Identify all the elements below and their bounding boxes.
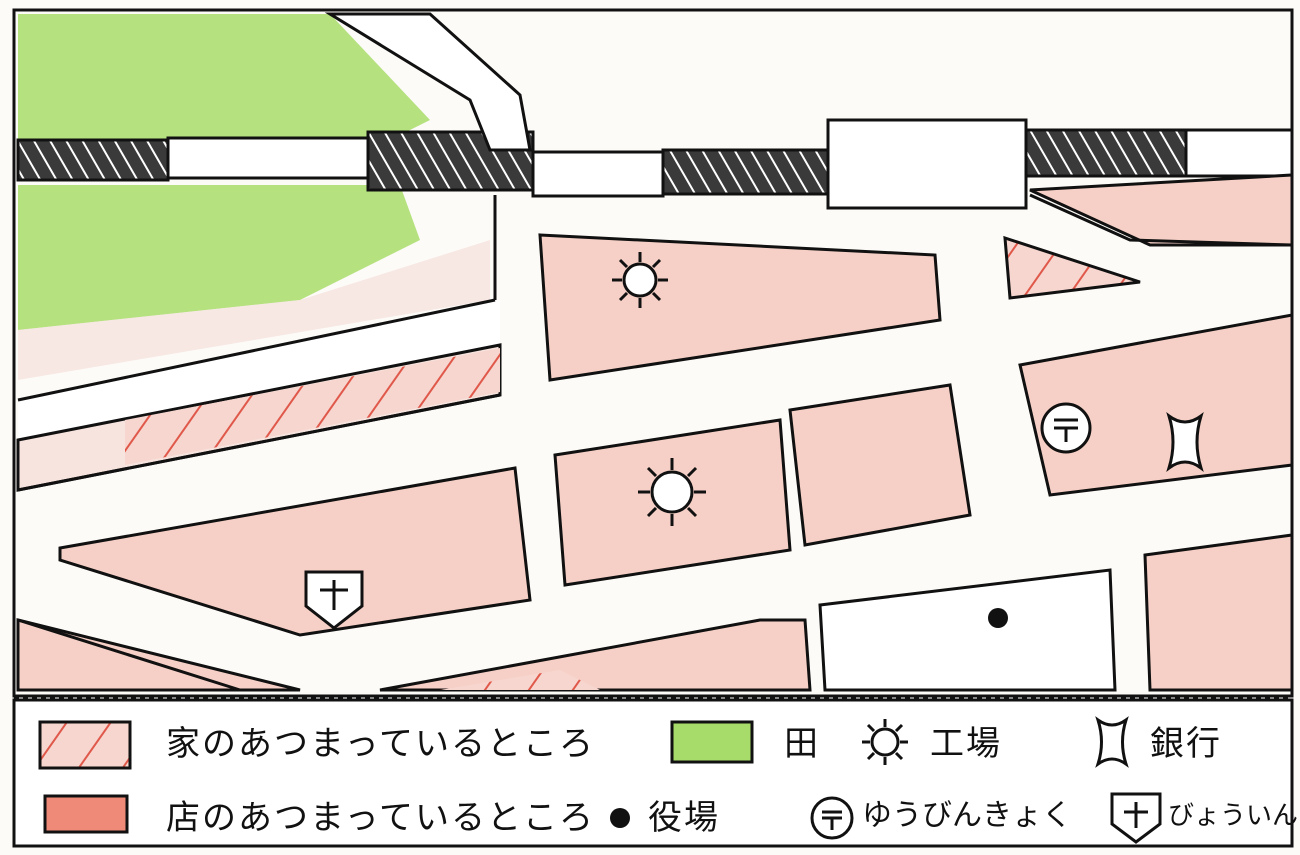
hospital-icon [1110, 792, 1162, 844]
map-area [12, 8, 1294, 698]
legend-label-bank: 銀行 [1150, 724, 1222, 764]
house-area-hospital [58, 466, 532, 637]
north-road [324, 12, 532, 152]
house-area-south [379, 618, 812, 692]
factory-icon [612, 252, 668, 308]
paddy-field-west [18, 185, 420, 330]
legend-label-post-office: ゆうびんきょく [862, 798, 1072, 833]
legend-label-town-office: 役場 [648, 798, 720, 838]
house-hatch-swatch [38, 720, 132, 770]
legend-label-shops: 店のあつまっているところ [166, 798, 595, 838]
town-office-icon [610, 808, 630, 828]
legend-paddy-glyph: 田 [784, 724, 820, 764]
town-office-block [818, 568, 1117, 692]
legend-symbols [38, 716, 1162, 844]
factory-icon [638, 458, 706, 526]
road-segment [18, 300, 500, 440]
paddy-field-swatch [670, 720, 754, 764]
post-office-icon [810, 796, 854, 840]
legend-box [12, 698, 1294, 848]
paddy-field-north [18, 14, 430, 140]
house-area-sw [16, 618, 301, 692]
post-office-icon [1040, 402, 1092, 454]
legend-label-hospital: びょういん [1168, 801, 1299, 831]
map-symbols [304, 252, 1204, 630]
house-area-east [1018, 313, 1294, 497]
factory-icon [862, 719, 908, 765]
shop-strip-south [440, 670, 600, 690]
house-area-se [1143, 533, 1294, 692]
town-office-icon [988, 608, 1008, 628]
legend-label-factory: 工場 [930, 724, 1002, 764]
bank-icon [1095, 716, 1129, 768]
legend-label-houses: 家のあつまっているところ [166, 724, 595, 764]
bank-icon [1166, 412, 1204, 472]
railway [16, 118, 1294, 210]
station-building [826, 118, 1028, 210]
shop-strip-west [125, 348, 500, 465]
house-area-west-light [18, 240, 490, 380]
shop-area-triangle [1003, 235, 1141, 300]
hospital-icon [304, 570, 364, 630]
shop-area-swatch [43, 794, 129, 834]
house-area-center-east [788, 383, 972, 547]
